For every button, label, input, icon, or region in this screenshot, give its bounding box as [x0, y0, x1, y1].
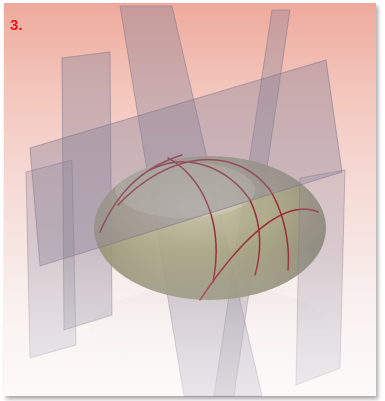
- step-label: 3.: [10, 18, 23, 33]
- floor-fade: [4, 250, 376, 396]
